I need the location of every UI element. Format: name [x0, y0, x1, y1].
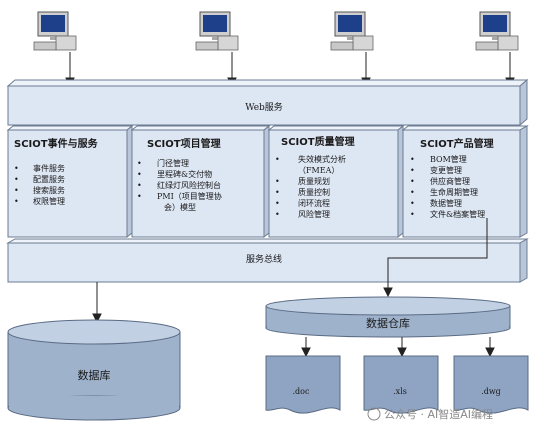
file-xls-icon: .xls [363, 355, 439, 414]
module-title: SCIOT质量管理 [281, 135, 355, 148]
wechat-icon [367, 407, 381, 421]
warehouse-label: 数据仓库 [366, 316, 410, 330]
module-bullet: • [137, 170, 142, 179]
module-bullet: • [410, 166, 415, 175]
module-title: SCIOT产品管理 [420, 137, 494, 150]
service-bus-label: 服务总线 [246, 253, 282, 265]
module-item: 会）模型 [164, 202, 196, 212]
module-bullet: • [410, 155, 415, 164]
file-label: .xls [393, 387, 407, 396]
module-item: 配置服务 [33, 174, 65, 184]
module-item: BOM管理 [430, 154, 467, 164]
module-bullet: • [137, 159, 142, 168]
module-quality-management: SCIOT质量管理 • 失效模式分析 （FMEA） • 质量规划 • 质量控制 … [267, 124, 405, 239]
module-item: PMI（项目管理协 [157, 191, 222, 201]
web-service-label: Web服务 [245, 101, 283, 113]
module-item: 文件&档案管理 [430, 209, 485, 219]
client-computer-3-icon [330, 11, 374, 51]
module-bullet: • [275, 155, 280, 164]
module-bullet: • [410, 177, 415, 186]
module-bullet: • [14, 197, 19, 206]
module-bullet: • [137, 192, 142, 201]
module-item: 数据管理 [430, 198, 462, 208]
module-project-management: SCIOT项目管理 • 门径管理 • 里程碑&交付物 • 红绿灯风险控制台 • … [130, 124, 271, 239]
module-bullet: • [14, 175, 19, 184]
module-item: 里程碑&交付物 [157, 169, 212, 179]
file-dwg-icon: .dwg [453, 355, 529, 414]
module-event-service: SCIOT事件与服务 • 事件服务 • 配置服务 • 搜索服务 • 权限管理 [6, 124, 134, 239]
module-bullet: • [275, 199, 280, 208]
watermark: 公众号 · AI智造AI编程 [367, 407, 493, 421]
module-title: SCIOT事件与服务 [14, 137, 99, 150]
file-doc-icon: .doc [265, 355, 341, 414]
module-item: 失效模式分析 [298, 154, 346, 164]
module-bullet: • [275, 177, 280, 186]
web-service-bar: Web服务 [6, 78, 529, 127]
module-product-management: SCIOT产品管理 • BOM管理 • 变更管理 • 供应商管理 • 生命周期管… [401, 125, 529, 238]
module-bullet: • [410, 210, 415, 219]
module-bullet: • [410, 199, 415, 208]
module-item: 质量控制 [298, 187, 330, 197]
warehouse-connector [383, 218, 488, 298]
module-bullet: • [14, 164, 19, 173]
module-item: 门径管理 [157, 158, 189, 168]
module-bullet: • [137, 181, 142, 190]
client-computer-2-icon [195, 11, 239, 51]
module-item: 质量规划 [298, 176, 330, 186]
module-item: 变更管理 [430, 165, 462, 175]
data-warehouse-cylinder: 数据仓库 [265, 296, 511, 338]
file-arrows [301, 337, 495, 358]
module-item: 闭环流程 [298, 198, 330, 208]
service-bus-bar: 服务总线 [6, 238, 529, 283]
module-item: 权限管理 [33, 196, 65, 206]
module-bullet: • [410, 188, 415, 197]
module-item: 供应商管理 [430, 176, 470, 186]
module-bullet: • [14, 186, 19, 195]
module-item: 风险管理 [298, 209, 330, 219]
client-computer-1-icon [33, 11, 77, 51]
database-arrow [92, 282, 102, 324]
watermark-text: 公众号 · AI智造AI编程 [384, 407, 493, 421]
module-bullet: • [275, 210, 280, 219]
database-label: 数据库 [78, 368, 111, 382]
module-item: 事件服务 [33, 163, 65, 173]
client-computer-4-icon [475, 11, 519, 51]
module-item: 生命周期管理 [430, 187, 478, 197]
module-title: SCIOT项目管理 [147, 137, 221, 150]
module-item: 搜索服务 [33, 185, 65, 195]
file-label: .doc [293, 387, 310, 396]
module-item: 红绿灯风险控制台 [157, 180, 221, 190]
database-cylinder: 数据库 [7, 319, 181, 421]
file-label: .dwg [481, 387, 501, 396]
module-bullet: • [275, 188, 280, 197]
module-item: （FMEA） [298, 166, 339, 175]
